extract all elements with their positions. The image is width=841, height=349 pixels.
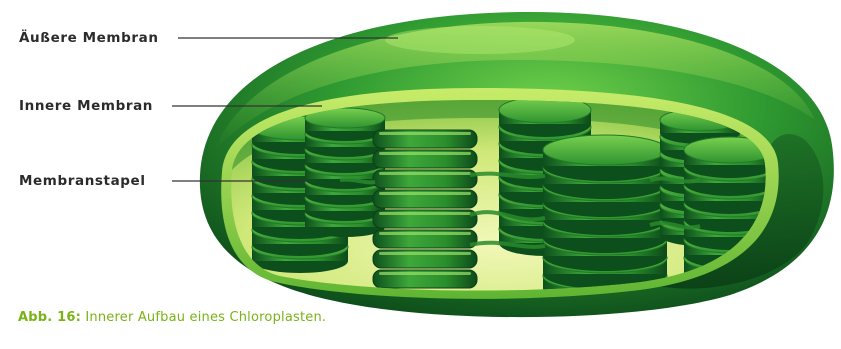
label-outer-membrane: Äußere Membran [19,30,159,46]
thylakoid-disc [373,150,477,168]
caption-text: Innerer Aufbau eines Chloroplasten. [85,310,326,325]
thylakoid-disc [373,170,477,188]
caption-prefix: Abb. 16: [18,310,81,325]
thylakoid-disc [499,97,591,137]
thylakoid-disc [373,230,477,248]
label-membrane-stack: Membranstapel [19,173,146,189]
thylakoid-disc [373,210,477,228]
thylakoid-disc [543,135,667,181]
figure-caption: Abb. 16: Innerer Aufbau eines Chloroplas… [18,310,326,325]
thylakoid-disc [373,250,477,268]
thylakoid-disc [373,130,477,148]
thylakoid-disc [373,190,477,208]
thylakoid-disc [373,270,477,288]
label-inner-membrane: Innere Membran [19,98,153,114]
